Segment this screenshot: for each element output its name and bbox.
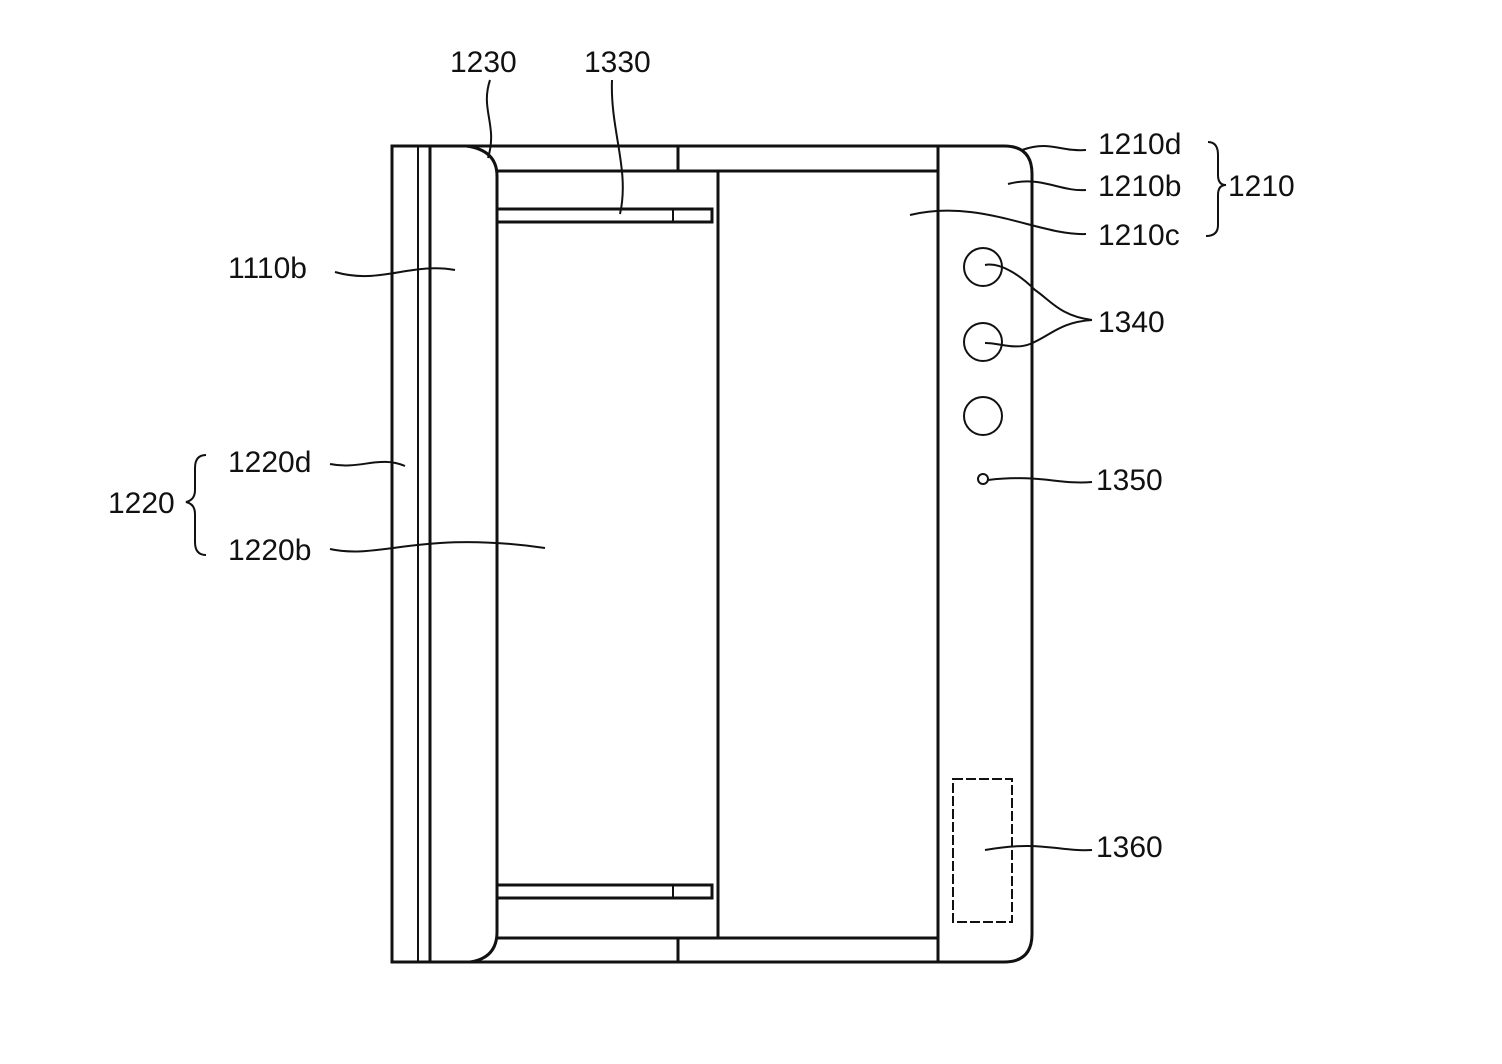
leader-lines	[329, 79, 1093, 852]
sensor-1350	[977, 473, 989, 485]
label-1220d: 1220d	[228, 446, 311, 479]
label-1230: 1230	[450, 46, 517, 79]
label-1210c: 1210c	[1098, 219, 1180, 252]
label-1350: 1350	[1096, 464, 1163, 497]
button-1340-a	[963, 247, 1003, 287]
rail-bottom	[495, 883, 714, 900]
label-1220: 1220	[108, 487, 175, 520]
button-3	[963, 396, 1003, 436]
button-1340-b	[963, 322, 1003, 362]
hinge-panel-1110b	[465, 144, 499, 964]
label-1210d: 1210d	[1098, 128, 1181, 161]
brace-1210	[1205, 141, 1227, 237]
label-1360: 1360	[1096, 831, 1163, 864]
label-1210: 1210	[1228, 170, 1295, 203]
label-1110b: 1110b	[228, 252, 307, 285]
brace-1220	[185, 454, 207, 556]
label-1210b: 1210b	[1098, 170, 1181, 203]
component-1360	[952, 778, 1013, 923]
rail-top	[495, 207, 714, 224]
outer-housing	[390, 144, 1034, 964]
label-1340: 1340	[1098, 306, 1165, 339]
label-1330: 1330	[584, 46, 651, 79]
label-1220b: 1220b	[228, 534, 311, 567]
